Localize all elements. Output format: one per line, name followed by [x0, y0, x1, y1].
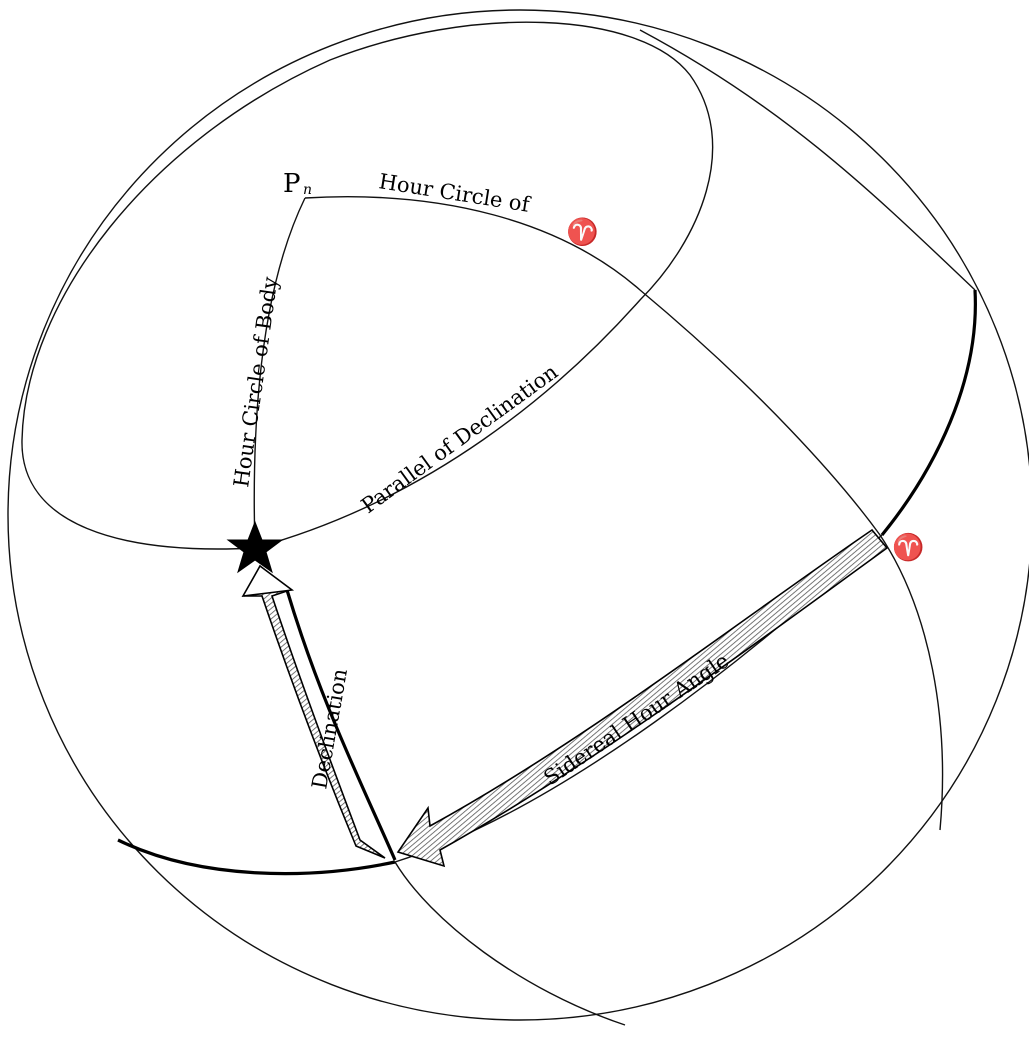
north-pole-label: P n [283, 169, 312, 199]
celestial-equator-front [118, 840, 395, 874]
svg-text:n: n [303, 182, 312, 198]
celestial-equator-right [882, 290, 975, 535]
sidereal-hour-angle-label: Sidereal Hour Angle [539, 648, 733, 790]
hour-circle-of-body-label: Hour Circle of Body [229, 275, 282, 488]
hour-circle-of-aries-label: Hour Circle of [377, 169, 533, 217]
declination-arrow [245, 566, 385, 858]
aries-symbol-equator: ♈ [892, 532, 924, 563]
sidereal-hour-angle-arrow [398, 530, 887, 866]
celestial-sphere-outline [8, 10, 1029, 1020]
declination-arrow-head [243, 566, 292, 596]
aries-symbol-upper: ♈ [564, 214, 601, 250]
parallel-of-declination-label: Parallel of Declination [357, 360, 562, 518]
parallel-of-declination-circle [22, 22, 713, 549]
upper-right-great-circle [640, 30, 975, 290]
hour-circle-of-body-lower [395, 862, 625, 1025]
svg-text:P: P [283, 169, 301, 199]
star-icon [228, 522, 282, 572]
